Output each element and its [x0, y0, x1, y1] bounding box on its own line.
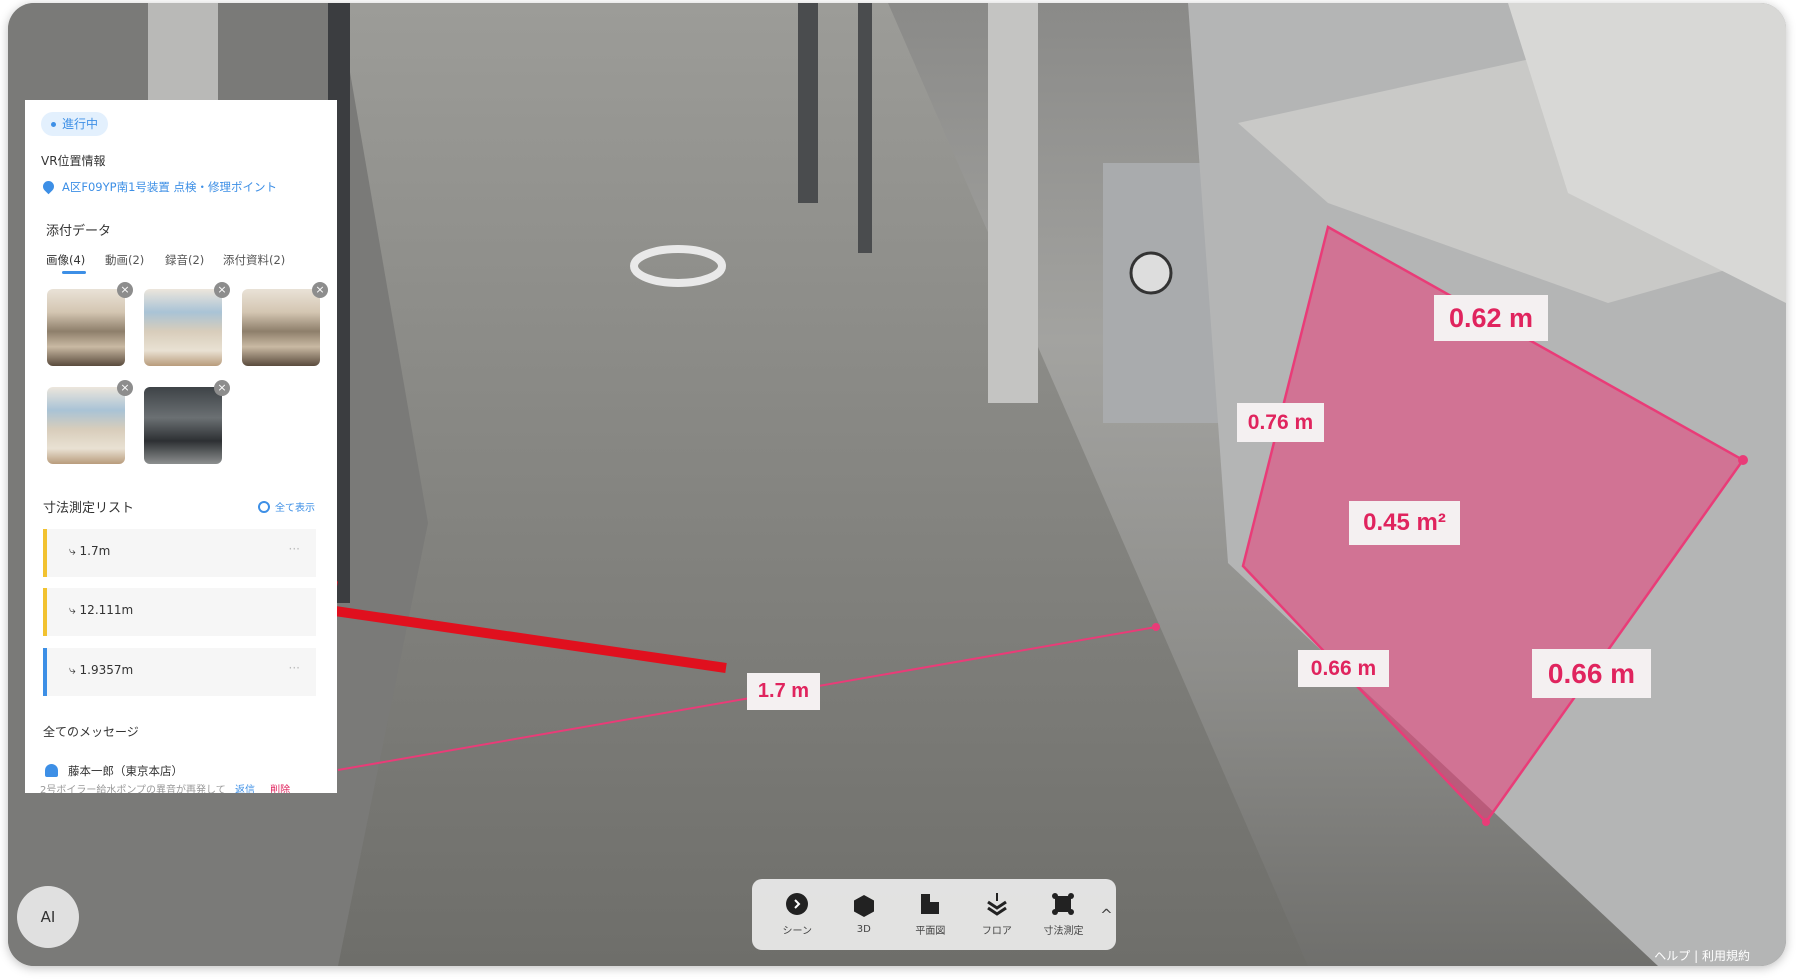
image-thumbnail[interactable]: [242, 289, 320, 366]
eye-icon: [258, 501, 270, 513]
color-bar: [43, 648, 47, 696]
measurement-value: ⤷ 1.7m: [69, 544, 111, 558]
color-bar: [43, 529, 47, 577]
separator: |: [1694, 949, 1699, 963]
measure-label-left-top: 0.76 m: [1237, 403, 1324, 442]
image-thumbnail[interactable]: [47, 289, 125, 366]
measure-icon: [1052, 893, 1075, 915]
measure-label-top: 0.62 m: [1434, 295, 1548, 341]
measure-label-area: 0.45 m²: [1349, 501, 1460, 545]
measurement-value: ⤷ 1.9357m: [69, 663, 134, 677]
scene-icon: [786, 893, 809, 915]
more-options-icon[interactable]: ···: [288, 542, 300, 556]
remove-image-icon[interactable]: ×: [117, 282, 133, 298]
message-text: 2号ボイラー給水ポンプの異音が再発して 返信 削除: [40, 781, 290, 793]
terms-link[interactable]: 利用規約: [1701, 949, 1750, 963]
message-author: 藤本一郎（東京本店）: [45, 763, 183, 779]
toolbar-label: 3D: [856, 924, 871, 935]
toolbar-3d-button[interactable]: 3D: [831, 894, 898, 935]
measurement-row[interactable]: ⤷ 1.7m ···: [43, 529, 316, 577]
floor-icon: [987, 893, 1007, 916]
toolbar-label: シーン: [782, 926, 813, 937]
measurement-row[interactable]: ⤷ 12.111m: [43, 588, 316, 636]
ai-button[interactable]: AI: [17, 886, 79, 948]
reply-link[interactable]: 返信: [234, 785, 255, 793]
toolbar-floor-button[interactable]: フロア: [964, 892, 1031, 937]
attachments-label: 添付データ: [46, 224, 112, 239]
remove-image-icon[interactable]: ×: [214, 282, 230, 298]
measure-label-left-bottom: 0.66 m: [1298, 650, 1389, 687]
tab-images[interactable]: 画像(4): [46, 253, 86, 267]
delete-link[interactable]: 削除: [270, 785, 291, 793]
measurement-value: ⤷ 12.111m: [69, 603, 134, 617]
show-all-label: 全て表示: [275, 503, 315, 514]
bottom-toolbar: シーン 3D 平面図 フロア 寸法測定 ^: [752, 879, 1116, 950]
measure-label-right-bottom: 0.66 m: [1532, 649, 1651, 698]
user-avatar-icon: [45, 764, 58, 777]
footer-links: ヘルプ | 利用規約: [1654, 947, 1750, 964]
active-tab-indicator: [62, 271, 86, 274]
remove-image-icon[interactable]: ×: [214, 380, 230, 396]
location-link[interactable]: A区F09YP南1号装置 点検・修理ポイント: [40, 178, 278, 195]
toolbar-collapse-button[interactable]: ^: [1100, 905, 1113, 924]
tab-audio[interactable]: 録音(2): [165, 253, 205, 267]
toolbar-scene-button[interactable]: シーン: [764, 892, 831, 937]
image-thumbnail[interactable]: [144, 289, 222, 366]
measure-list-label: 寸法測定リスト: [43, 501, 135, 516]
location-pin-icon: [40, 178, 57, 195]
help-link[interactable]: ヘルプ: [1654, 949, 1691, 963]
measure-label-line: 1.7 m: [747, 673, 820, 710]
image-thumbnail[interactable]: [47, 387, 125, 464]
remove-image-icon[interactable]: ×: [117, 380, 133, 396]
image-thumbnail[interactable]: [144, 387, 222, 464]
show-all-button[interactable]: 全て表示: [258, 499, 315, 514]
tab-videos[interactable]: 動画(2): [105, 253, 145, 267]
toolbar-label: 平面図: [915, 926, 946, 937]
toolbar-label: 寸法測定: [1043, 926, 1084, 937]
toolbar-floorplan-button[interactable]: 平面図: [897, 892, 964, 937]
location-text: A区F09YP南1号装置 点検・修理ポイント: [62, 180, 278, 194]
cube-icon: [853, 895, 874, 917]
status-badge: 進行中: [41, 112, 109, 136]
messages-label: 全てのメッセージ: [43, 725, 139, 739]
tab-documents[interactable]: 添付資料(2): [223, 253, 286, 267]
toolbar-measure-button[interactable]: 寸法測定: [1030, 892, 1097, 937]
remove-image-icon[interactable]: ×: [312, 282, 328, 298]
info-panel: 進行中 VR位置情報 A区F09YP南1号装置 点検・修理ポイント 添付データ …: [25, 100, 337, 793]
vr-location-label: VR位置情報: [41, 154, 106, 168]
floorplan-icon: [921, 894, 940, 914]
toolbar-label: フロア: [981, 926, 1012, 937]
more-options-icon[interactable]: ···: [288, 661, 300, 675]
measurement-row[interactable]: ⤷ 1.9357m ···: [43, 648, 316, 696]
color-bar: [43, 588, 47, 636]
